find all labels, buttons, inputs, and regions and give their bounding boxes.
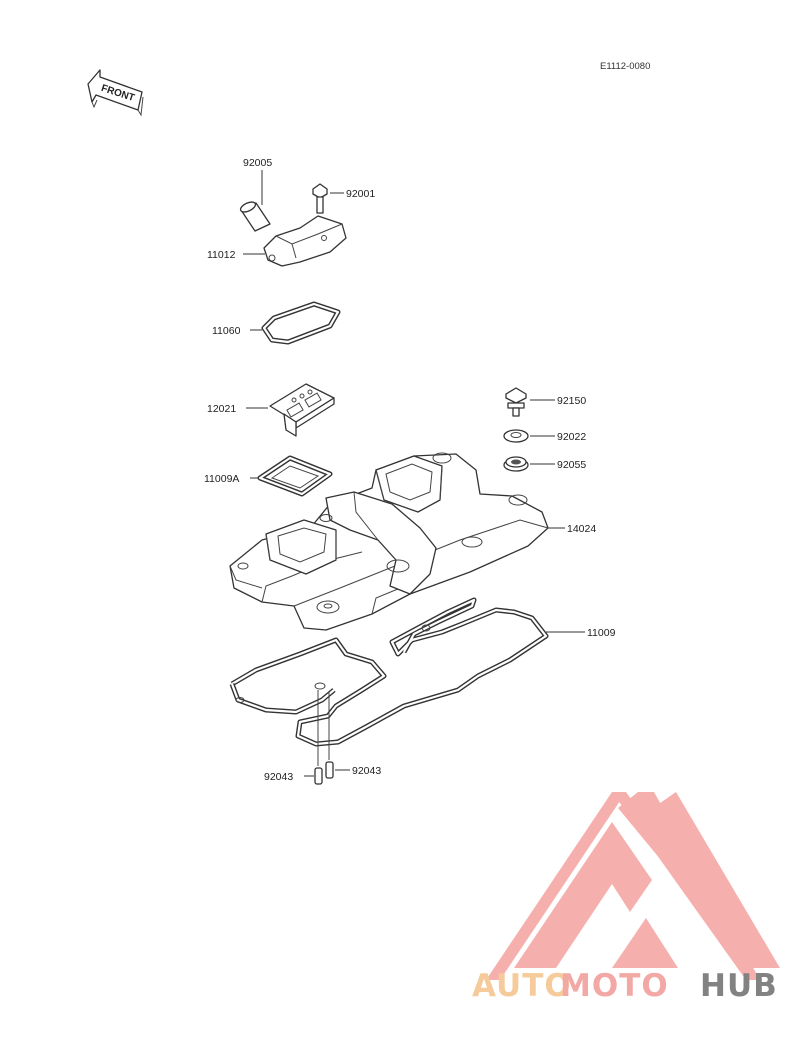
- plate-12021: 12021: [207, 383, 335, 437]
- washer-92022: 92022: [503, 429, 586, 443]
- label-92150: 92150: [557, 395, 586, 407]
- label-12021: 12021: [207, 403, 236, 415]
- hose-92005: 92005: [239, 157, 272, 232]
- bolt-92001: 92001: [312, 183, 375, 214]
- front-arrow: FRONT: [87, 69, 144, 117]
- label-11009A: 11009A: [204, 473, 239, 485]
- label-11012: 11012: [207, 249, 236, 261]
- dowel-92043-right: 92043: [325, 692, 381, 779]
- watermark-hub: HUB: [700, 968, 778, 1004]
- dowel-92043-left: 92043: [264, 690, 323, 785]
- label-92001: 92001: [346, 188, 375, 200]
- gasket-11060: 11060: [212, 301, 341, 345]
- label-92043-left: 92043: [264, 771, 293, 783]
- label-11060: 11060: [212, 325, 241, 337]
- watermark-moto: MOTO: [560, 968, 669, 1004]
- label-14024: 14024: [567, 523, 596, 535]
- label-92022: 92022: [557, 431, 586, 443]
- cover-11012: 11012: [207, 215, 347, 267]
- watermark-auto: AUTO: [472, 968, 572, 1004]
- label-92043-right: 92043: [352, 765, 381, 777]
- label-11009: 11009: [587, 627, 616, 639]
- gasket-11009: 11009: [229, 597, 616, 747]
- grommet-92055: 92055: [503, 456, 586, 472]
- label-92005: 92005: [243, 157, 272, 169]
- gasket-11009A: 11009A: [204, 455, 333, 497]
- diagram-code: E1112-0080: [600, 61, 650, 72]
- bolt-92150: 92150: [505, 387, 586, 417]
- label-92055: 92055: [557, 459, 586, 471]
- watermark-logo: AUTO MOTO HUB: [472, 792, 780, 1004]
- head-cover-14024: 14024: [229, 452, 596, 631]
